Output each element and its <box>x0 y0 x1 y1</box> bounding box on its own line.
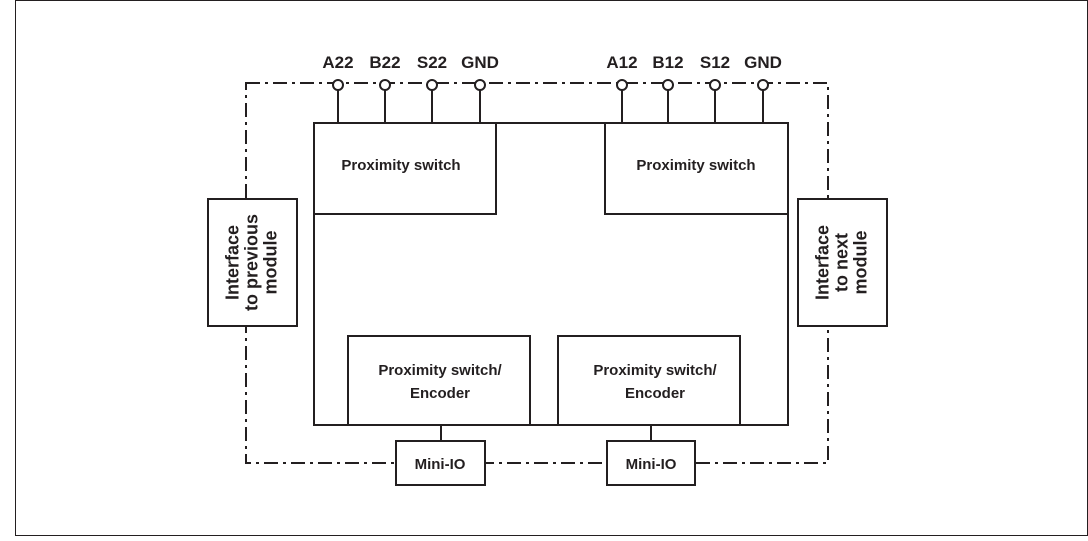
encoder-left: Proximity switch/ Encoder <box>347 335 531 426</box>
terminal-circle <box>757 79 769 91</box>
encoder-left-line2: Encoder <box>410 385 470 402</box>
terminal-label: B12 <box>652 53 683 72</box>
mini-io-right-label: Mini-IO <box>626 456 677 473</box>
terminal-right-2: B12 <box>652 53 684 123</box>
terminal-circle <box>379 79 391 91</box>
terminal-circle <box>616 79 628 91</box>
interface-next-module: Interface to next module <box>797 198 888 327</box>
interface-next-line1: Interface <box>813 225 833 300</box>
interface-previous-line3: module <box>261 230 281 294</box>
terminal-label: GND <box>461 53 499 72</box>
interface-next-line2: to next <box>832 233 852 292</box>
terminal-label: S12 <box>700 53 730 72</box>
terminal-circle <box>709 79 721 91</box>
terminal-circle <box>474 79 486 91</box>
encoder-left-line1: Proximity switch/ <box>378 362 502 379</box>
terminal-circle <box>662 79 674 91</box>
terminal-right-4: GND <box>744 53 782 123</box>
terminal-label: A12 <box>606 53 637 72</box>
terminal-circle <box>332 79 344 91</box>
proximity-switch-right-label: Proximity switch <box>636 157 755 174</box>
terminal-group: A22 B22 S22 GND A12 B12 S12 GND <box>322 53 782 123</box>
terminal-label: A22 <box>322 53 353 72</box>
terminal-right-3: S12 <box>700 53 730 123</box>
interface-previous-line2: to previous <box>242 214 262 311</box>
terminal-right-1: A12 <box>606 53 638 123</box>
interface-next-line3: module <box>851 230 871 294</box>
mini-io-left-label: Mini-IO <box>415 456 466 473</box>
terminal-label: S22 <box>417 53 447 72</box>
terminal-left-1: A22 <box>322 53 354 123</box>
mini-io-left: Mini-IO <box>395 440 486 486</box>
proximity-switch-right: Proximity switch <box>604 122 789 215</box>
terminal-label: GND <box>744 53 782 72</box>
interface-previous-module: Interface to previous module <box>207 198 298 327</box>
terminal-left-2: B22 <box>369 53 401 123</box>
terminal-left-3: S22 <box>417 53 447 123</box>
terminal-left-4: GND <box>461 53 499 123</box>
terminal-label: B22 <box>369 53 400 72</box>
terminal-circle <box>426 79 438 91</box>
mini-io-right: Mini-IO <box>606 440 696 486</box>
encoder-right-line2: Encoder <box>625 385 685 402</box>
interface-previous-line1: Interface <box>223 225 243 300</box>
encoder-right-line1: Proximity switch/ <box>593 362 717 379</box>
proximity-switch-left: Proximity switch <box>313 122 497 215</box>
proximity-switch-left-label: Proximity switch <box>341 157 460 174</box>
encoder-right: Proximity switch/ Encoder <box>557 335 741 426</box>
